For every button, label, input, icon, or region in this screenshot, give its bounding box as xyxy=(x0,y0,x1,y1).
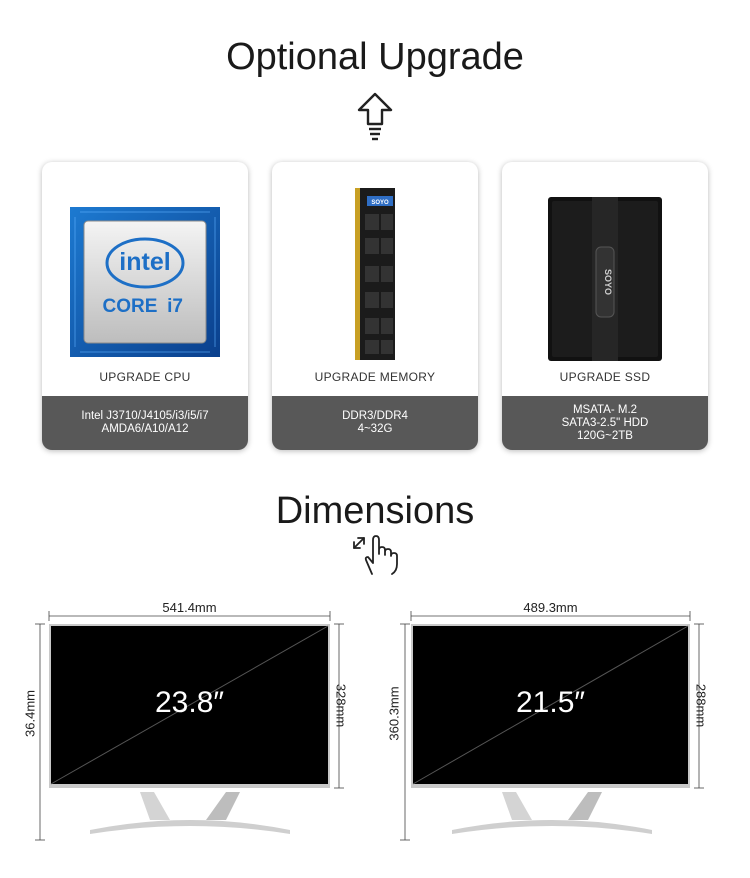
cpu-spec-line-2: AMDA6/A10/A12 xyxy=(101,423,189,435)
ssd-caption: UPGRADE SSD xyxy=(559,370,651,384)
monitor-right-drawing xyxy=(400,611,704,841)
monitor-left-size-label: 23.8″ xyxy=(154,686,224,719)
memory-spec-line-1: DDR3/DDR4 xyxy=(342,410,408,422)
ssd-spec-line-2: SATA3-2.5" HDD xyxy=(561,416,649,429)
monitor-right-height-label: 288mm xyxy=(693,683,709,728)
ram-stick-image: SOYO xyxy=(355,188,395,360)
memory-spec-line-2: 4~32G xyxy=(357,423,393,435)
ram-brand-text: SOYO xyxy=(371,200,389,206)
dimensions-title: Dimensions xyxy=(275,490,475,532)
monitor-right-width-label: 489.3mm xyxy=(523,600,578,615)
monitor-diagram-right: 489.3mm 288mm 360.3mm 21.5″ xyxy=(375,596,750,878)
ssd-spec-band: MSATA- M.2 SATA3-2.5" HDD 120G~2TB xyxy=(502,396,708,450)
intel-core-i7-chip-image: intel CORE i7 xyxy=(70,207,220,357)
cpu-caption: UPGRADE CPU xyxy=(99,370,191,384)
monitor-left-drawing xyxy=(35,611,344,841)
cpu-spec-line-1: Intel J3710/J4105/i3/i5/i7 xyxy=(81,410,209,422)
core-text: CORE xyxy=(103,296,158,317)
ssd-brand-text: SOYO xyxy=(603,269,613,295)
hand-resize-icon xyxy=(353,535,398,575)
monitor-diagram-left: 541.4mm 328mm 36.4mm 23.8″ xyxy=(0,596,375,878)
ssd-spec-line-1: MSATA- M.2 xyxy=(572,403,638,416)
intel-logo-text: intel xyxy=(119,248,170,276)
monitor-left-height-label: 328mm xyxy=(333,683,349,728)
monitor-left-width-label: 541.4mm xyxy=(162,600,217,615)
i7-text: i7 xyxy=(167,296,183,317)
upgrade-card-cpu: intel CORE i7 UPGRADE CPU Intel J3710/J4… xyxy=(42,162,248,450)
monitor-left-total-height-label: 36.4mm xyxy=(22,690,38,737)
upgrade-card-memory: SOYO UPGRADE MEMORY DDR3/DDR4 4~32G xyxy=(272,162,478,450)
memory-spec-band: DDR3/DDR4 4~32G xyxy=(272,396,478,450)
memory-caption: UPGRADE MEMORY xyxy=(314,370,436,384)
monitor-right-size-label: 21.5″ xyxy=(515,686,585,719)
ssd-spec-line-3: 120G~2TB xyxy=(577,429,633,442)
cpu-spec-band: Intel J3710/J4105/i3/i5/i7 AMDA6/A10/A12 xyxy=(42,396,248,450)
upgrade-title: Optional Upgrade xyxy=(226,36,524,78)
monitor-right-total-height-label: 360.3mm xyxy=(386,686,402,741)
up-arrow-bulb-icon xyxy=(357,92,393,141)
upgrade-card-ssd: SOYO UPGRADE SSD MSATA- M.2 SATA3-2.5" H… xyxy=(502,162,708,450)
ssd-drive-image: SOYO xyxy=(548,197,662,361)
